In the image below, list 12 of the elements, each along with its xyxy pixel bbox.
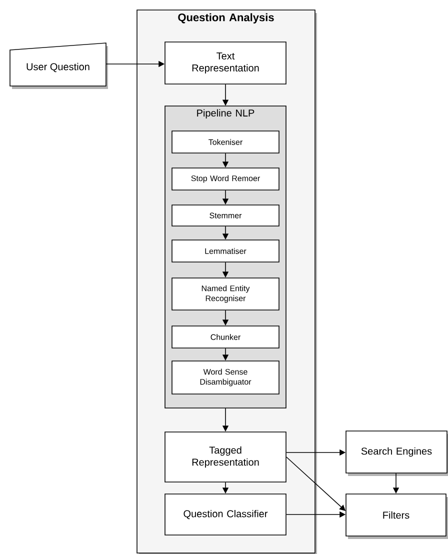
process-box: Tagged Representation — [164, 432, 286, 482]
process-box: Text Representation — [164, 42, 286, 84]
process-box: Stop Word Remoer — [172, 168, 280, 190]
process-box: Word Sense Disambiguator — [172, 360, 280, 394]
process-box: Named Entity Recogniser — [172, 278, 280, 310]
process-box: Lemmatiser — [172, 240, 280, 262]
process-box: Filters — [346, 494, 448, 539]
process-box: Stemmer — [172, 204, 280, 226]
process-box: Search Engines — [346, 430, 448, 476]
process-box: Tokeniser — [172, 130, 280, 154]
process-box: Question Classifier — [164, 494, 286, 536]
process-box: Chunker — [172, 326, 280, 348]
